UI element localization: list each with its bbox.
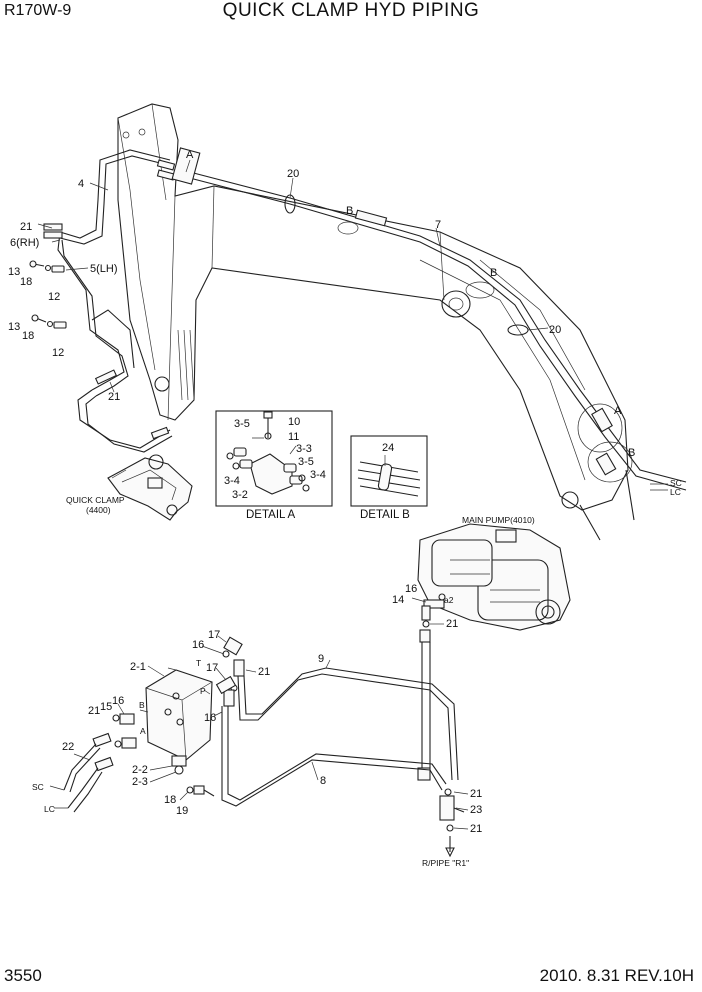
callout-21: 21 [258,666,270,678]
captions: QUICK CLAMP (4400) DETAIL A DETAIL B MAI… [66,495,535,868]
callout-16: 16 [405,583,417,595]
callout-16: 16 [204,712,216,724]
port-p: P [200,686,206,696]
callout-21: 21 [108,391,120,403]
callout-21: 21 [20,221,32,233]
callout-12: 12 [48,291,60,303]
callout-2-3: 2-3 [132,776,148,788]
callout-18: 18 [20,276,32,288]
callout-10: 10 [288,416,300,428]
detail-b-caption: DETAIL B [360,509,410,521]
callout-19: 19 [176,805,188,817]
callout-24: 24 [382,442,394,454]
callout-b: B [628,447,635,459]
callout-3-5: 3-5 [234,418,250,430]
callout-20: 20 [549,324,561,336]
leader-lines [37,159,668,491]
callout-labels: 4 21 6(RH) 13 18 5(LH) 12 13 18 12 21 A … [8,149,682,835]
main-pump [417,523,571,631]
quick-clamp-caption: QUICK CLAMP [66,495,125,505]
callout-a: A [614,405,622,417]
detail-a-box [215,410,333,507]
callout-sc: SC [670,478,682,488]
boom-arm [117,103,635,541]
callout-3-2: 3-2 [232,489,248,501]
callout-lc: LC [44,804,55,814]
callout-3-4: 3-4 [310,469,326,481]
callout-13: 13 [8,321,20,333]
callout-9: 9 [318,653,324,665]
callout-a: A [186,149,194,161]
callout-4: 4 [78,178,84,190]
valve-block [139,667,213,775]
callout-7: 7 [435,219,441,231]
page-title: QUICK CLAMP HYD PIPING [222,0,480,21]
callout-8: 8 [320,775,326,787]
callout-a2: a2 [444,595,454,605]
callout-11: 11 [288,431,299,443]
port-a: A [140,726,146,736]
callout-15: 15 [100,701,112,713]
callout-21: 21 [446,618,458,630]
detail-b-box [350,435,428,507]
model-number: R170W-9 [4,2,72,19]
callout-2-2: 2-2 [132,764,148,776]
boom-fittings [43,147,633,483]
callout-sc: SC [32,782,44,792]
callout-17: 17 [208,629,220,641]
valve-fittings [49,636,245,813]
callout-23: 23 [470,804,482,816]
callout-2-1: 2-1 [130,661,146,673]
callout-18: 18 [164,794,176,806]
boom-pipes [57,149,687,491]
callout-3-5: 3-5 [298,456,314,468]
callout-14: 14 [392,594,404,606]
page-number: 3550 [4,966,42,985]
port-b: B [139,700,145,710]
revision-date: 2010. 8.31 REV.10H [539,966,694,985]
callout-18: 18 [22,330,34,342]
lower-leaders [73,597,469,830]
quick-clamp-part-no: (4400) [86,505,111,515]
callout-b: B [490,267,497,279]
callout-5-lh: 5(LH) [90,263,118,275]
pump-fittings-and-hoses [417,593,465,858]
callout-12: 12 [52,347,64,359]
callout-6-rh: 6(RH) [10,237,39,249]
lower-pipes [221,667,459,807]
callout-3-4: 3-4 [224,475,240,487]
callout-17: 17 [206,662,218,674]
bolt-clamp-set [29,260,67,329]
quick-clamp [107,454,193,521]
rpipe-caption: R/PIPE "R1" [422,858,469,868]
main-pump-caption: MAIN PUMP(4010) [462,515,535,525]
callout-21: 21 [88,705,100,717]
callout-lc: LC [670,487,681,497]
port-t: T [196,658,201,668]
callout-21: 21 [470,823,482,835]
callout-20: 20 [287,168,299,180]
callout-16: 16 [192,639,204,651]
callout-b: B [346,205,353,217]
callout-21: 21 [470,788,482,800]
callout-16: 16 [112,695,124,707]
callout-13: 13 [8,266,20,278]
callout-3-3: 3-3 [296,443,312,455]
detail-a-caption: DETAIL A [246,509,296,521]
callout-22: 22 [62,741,74,753]
